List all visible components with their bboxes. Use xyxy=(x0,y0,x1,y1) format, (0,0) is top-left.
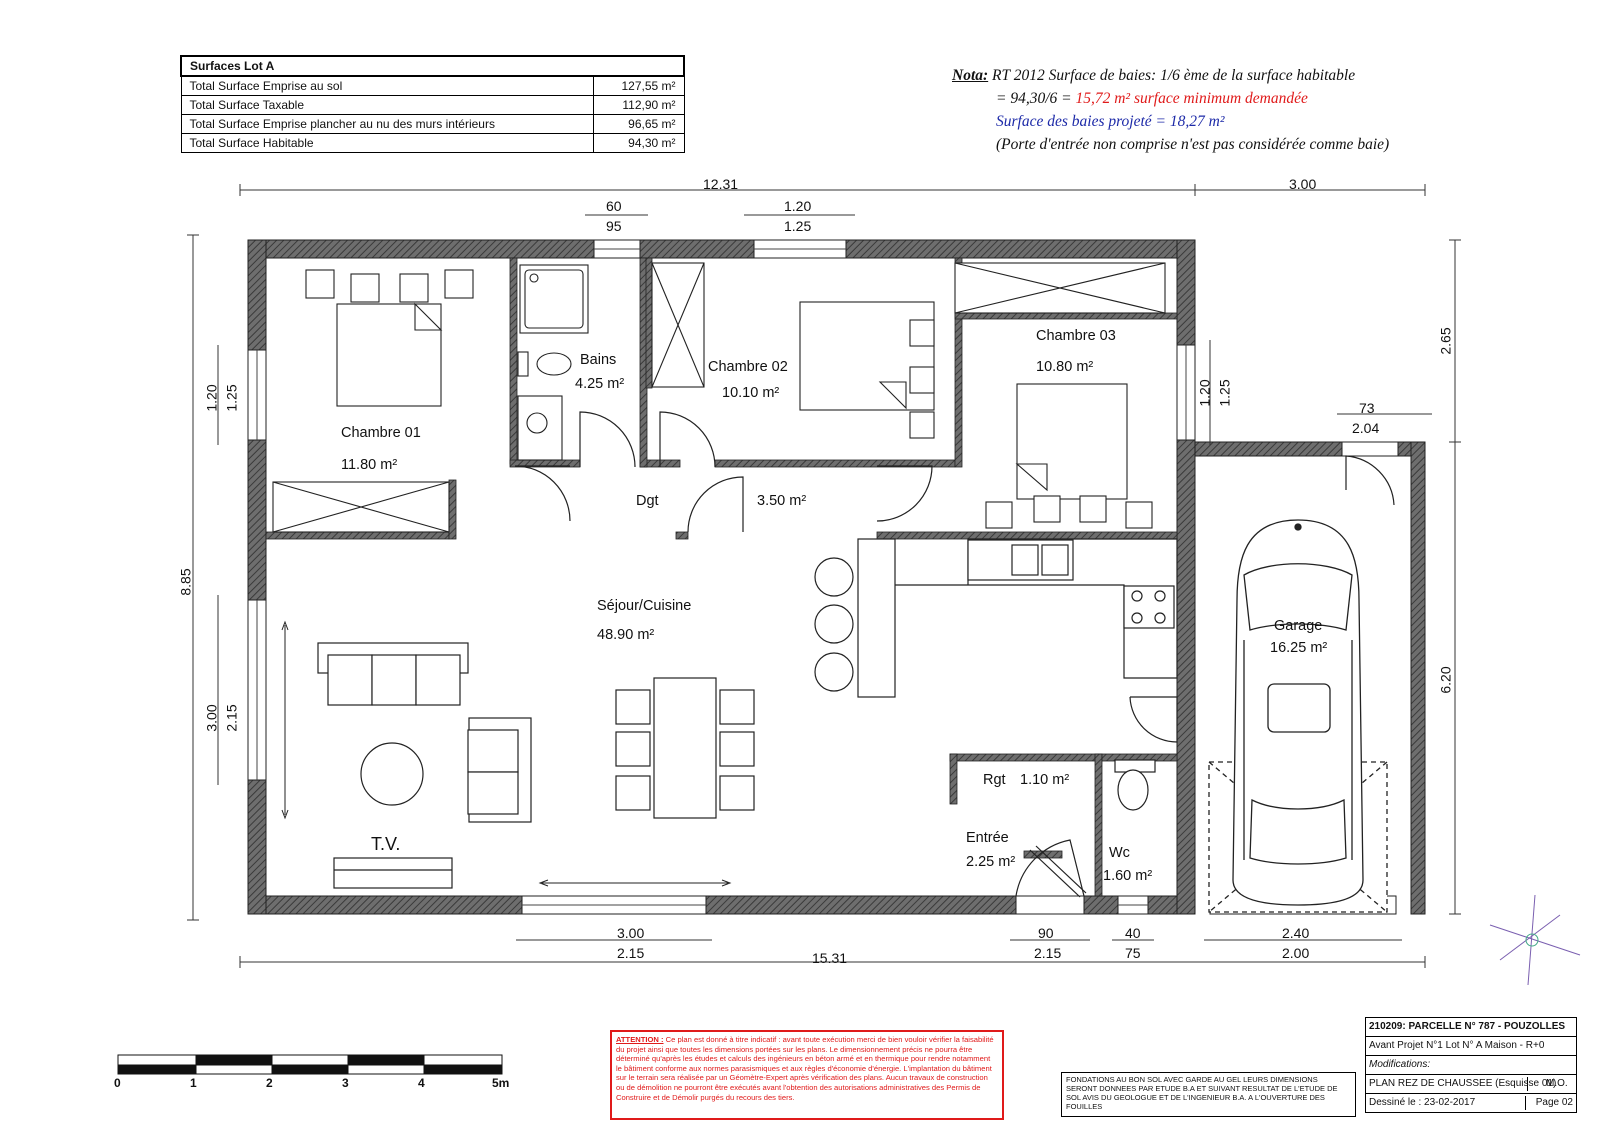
nota-line2-red: 15,72 m² surface minimum demandée xyxy=(1075,90,1308,107)
dim-garage-opening-top: 2.40 xyxy=(1282,925,1310,941)
title-block: 210209: PARCELLE N° 787 - POUZOLLES Avan… xyxy=(1365,1017,1577,1113)
nota-line3: Surface des baies projeté = 18,27 m² xyxy=(996,113,1225,130)
nota-line4: (Porte d'entrée non comprise n'est pas c… xyxy=(996,136,1390,153)
dim-garage-opening-bottom: 2.00 xyxy=(1282,945,1310,961)
dim-bath-window-bottom: 95 xyxy=(606,218,622,234)
room-name-garage: Garage xyxy=(1274,618,1323,634)
dim-left-sejour-window-b: 2.15 xyxy=(223,704,240,732)
service-furniture xyxy=(1029,759,1156,898)
dim-ch02-window-top: 1.20 xyxy=(784,198,812,214)
room-area-wc: 1.60 m² xyxy=(1103,868,1153,884)
scale-bar xyxy=(117,1054,503,1075)
title-block-modifications: Modifications: xyxy=(1366,1056,1576,1075)
room-area-sejour: 48.90 m² xyxy=(597,627,655,643)
bains-furniture xyxy=(517,264,589,461)
title-block-project: Avant Projet N°1 Lot N° A Maison - R+0 xyxy=(1366,1037,1576,1056)
dim-garage-door-bottom: 2.04 xyxy=(1352,420,1380,436)
dim-top-garage: 3.00 xyxy=(1289,176,1317,192)
nota-heading: Nota: xyxy=(952,67,989,84)
chambre02-furniture xyxy=(651,262,935,439)
dim-garage-door-top: 73 xyxy=(1359,400,1375,416)
room-area-entree: 2.25 m² xyxy=(966,854,1016,870)
dim-sejour-window-top: 3.00 xyxy=(617,925,645,941)
scale-tick: 1 xyxy=(190,1076,197,1090)
scale-tick: 2 xyxy=(266,1076,273,1090)
nota-line2-prefix: = 94,30/6 = xyxy=(996,90,1076,107)
surfaces-table-title: Surfaces Lot A xyxy=(180,55,685,77)
table-row: Total Surface Emprise plancher au nu des… xyxy=(180,114,685,134)
room-area-garage: 16.25 m² xyxy=(1270,640,1328,656)
scale-tick: 3 xyxy=(342,1076,349,1090)
dim-left-total: 8.85 xyxy=(177,568,194,596)
garage-car xyxy=(1208,519,1388,913)
dim-right-ch03-window-a: 1.20 xyxy=(1196,379,1213,407)
dim-wc-window-bottom: 75 xyxy=(1125,945,1141,961)
scale-tick: 0 xyxy=(114,1076,121,1090)
dim-entry-door-top: 90 xyxy=(1038,925,1054,941)
dim-entry-door-bottom: 2.15 xyxy=(1034,945,1062,961)
double-arrows xyxy=(281,620,732,887)
title-block-plan: PLAN REZ DE CHAUSSEE (Esquisse 01) xyxy=(1369,1077,1557,1091)
dim-left-sejour-window-a: 3.00 xyxy=(203,704,220,732)
room-area-bains: 4.25 m² xyxy=(575,376,625,392)
title-block-ref: 210209: PARCELLE N° 787 - POUZOLLES xyxy=(1366,1018,1576,1037)
dim-bottom-total: 15.31 xyxy=(812,950,848,966)
scale-tick: 4 xyxy=(418,1076,425,1090)
room-name-bains: Bains xyxy=(580,352,617,368)
sejour-furniture xyxy=(317,538,1178,889)
compass-logo xyxy=(1489,894,1581,986)
title-block-plan-row: PLAN REZ DE CHAUSSEE (Esquisse 01) M.O. xyxy=(1366,1075,1576,1094)
room-name-chambre02: Chambre 02 xyxy=(708,359,788,375)
room-name-sejour: Séjour/Cuisine xyxy=(597,598,692,614)
title-block-date-row: Dessiné le : 23-02-2017 Page 02 xyxy=(1366,1094,1576,1112)
dim-left-ch01-window-b: 1.25 xyxy=(223,384,240,412)
room-area-chambre01: 11.80 m² xyxy=(341,457,398,473)
dim-ch02-window-bottom: 1.25 xyxy=(784,218,812,234)
chambre03-furniture xyxy=(954,262,1166,529)
dim-right-top: 2.65 xyxy=(1437,327,1454,355)
attention-heading: ATTENTION : xyxy=(616,1035,664,1044)
room-name-wc: Wc xyxy=(1109,845,1130,861)
chambre01-furniture xyxy=(272,269,474,533)
dim-right-bottom: 6.20 xyxy=(1437,666,1454,694)
room-name-dgt: Dgt xyxy=(636,493,659,509)
dim-top-total: 12.31 xyxy=(703,176,739,192)
room-name-entree: Entrée xyxy=(966,830,1009,846)
door-swings xyxy=(514,411,1395,897)
dim-sejour-window-bottom: 2.15 xyxy=(617,945,645,961)
title-block-mo: M.O. xyxy=(1546,1078,1568,1089)
room-area-chambre02: 10.10 m² xyxy=(722,385,780,401)
dim-bath-window-top: 60 xyxy=(606,198,622,214)
scale-tick: 5m xyxy=(492,1076,510,1090)
room-area-dgt: 3.50 m² xyxy=(757,493,807,509)
nota-line1: RT 2012 Surface de baies: 1/6 ème de la … xyxy=(992,67,1356,84)
room-name-chambre01: Chambre 01 xyxy=(341,425,421,441)
title-block-date: Dessiné le : 23-02-2017 xyxy=(1369,1096,1526,1110)
dimension-lines xyxy=(187,184,1461,968)
room-name-chambre03: Chambre 03 xyxy=(1036,328,1116,344)
title-block-page: Page 02 xyxy=(1535,1097,1573,1108)
attention-text: Ce plan est donné à titre indicatif : av… xyxy=(616,1035,994,1102)
tv-label: T.V. xyxy=(371,834,401,854)
room-area-rgt: 1.10 m² xyxy=(1020,772,1070,788)
attention-notice: ATTENTION : Ce plan est donné à titre in… xyxy=(610,1030,1004,1120)
nota-block: Nota: RT 2012 Surface de baies: 1/6 ème … xyxy=(952,64,1389,156)
dim-wc-window-top: 40 xyxy=(1125,925,1141,941)
room-name-rgt: Rgt xyxy=(983,772,1006,788)
surfaces-table: Surfaces Lot A Total Surface Emprise au … xyxy=(180,55,685,153)
room-area-chambre03: 10.80 m² xyxy=(1036,359,1094,375)
dim-right-ch03-window-b: 1.25 xyxy=(1216,379,1233,407)
fondations-notice: FONDATIONS AU BON SOL AVEC GARDE AU GEL … xyxy=(1061,1072,1356,1117)
dim-left-ch01-window-a: 1.20 xyxy=(203,384,220,412)
